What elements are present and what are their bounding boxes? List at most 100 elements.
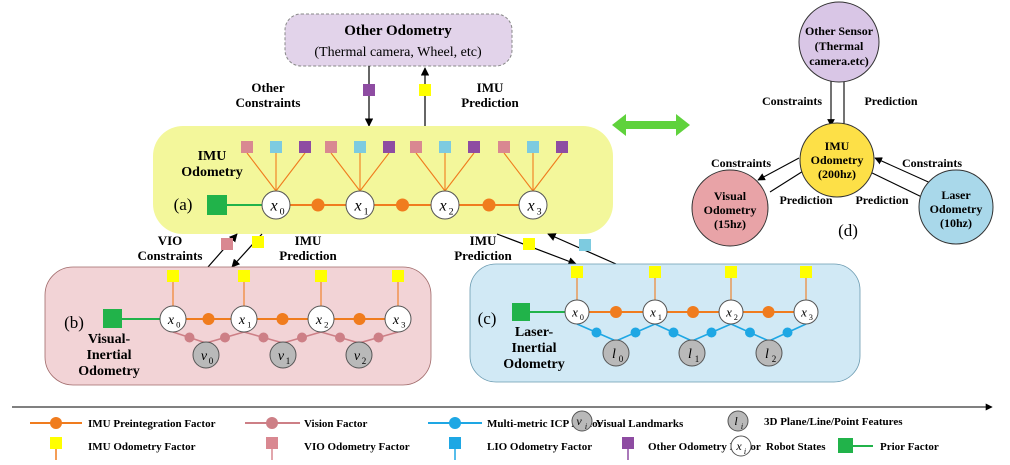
panel-d-graph: Other Sensor (Thermal camera.etc) IMU Od… [691, 1, 994, 247]
b-landmark-2-sub: 2 [362, 356, 367, 366]
panel-c-title-1: Laser- [515, 325, 554, 340]
c-state-1 [642, 299, 668, 325]
legend-visual-landmark-icon [571, 410, 593, 432]
legend-vio-odom-square [266, 437, 278, 449]
b-state-1-symbol: x [238, 313, 246, 328]
panel-b-tag: (b) [64, 313, 84, 332]
d-laser-l2: Odometry [930, 202, 983, 216]
a-state-0-symbol: x [269, 198, 277, 215]
a-state-2-sub: 2 [449, 207, 454, 218]
other-odometry-box [284, 13, 513, 67]
c-landmark-0 [602, 339, 630, 367]
c-state-2-sub: 2 [734, 313, 738, 322]
b-landmark-1-sub: 1 [286, 356, 291, 366]
c-state-3 [793, 299, 819, 325]
d-node-visual [691, 169, 769, 247]
imu-odometry-factor-marker-top [419, 84, 431, 96]
legend-robot-symbol: x [735, 439, 742, 453]
c-state-0-sub: 0 [580, 313, 584, 322]
d-node-laser [918, 169, 994, 245]
b-imu-odom-factor-2 [315, 270, 327, 282]
legend-plane-symbol: l [734, 414, 738, 428]
b-imu-preint-factor-2 [353, 313, 366, 325]
c-landmark-0-symbol: l [612, 347, 616, 362]
a-state-0 [261, 190, 291, 220]
d-prediction-top: Prediction [864, 94, 917, 108]
b-vision-factor-1-1 [297, 332, 307, 343]
b-landmark-0-sub: 0 [209, 356, 214, 366]
d-arrow-imu-to-visual [757, 157, 800, 181]
c-landmark-2-symbol: l [765, 347, 769, 362]
c-imu-odom-factor-0 [571, 266, 583, 278]
a-odom-factor-1-1 [354, 141, 366, 153]
panel-c-tag: (c) [478, 309, 497, 328]
c-state-0-symbol: x [571, 305, 578, 320]
b-imu-preint-factor-0 [202, 313, 215, 325]
c-prior-factor [512, 303, 530, 321]
c-landmark-1 [678, 339, 706, 367]
legend-imu-preint-dot [50, 417, 62, 429]
a-odom-factor-2-2 [468, 141, 480, 153]
a-factor-link-0-2 [275, 152, 306, 192]
other-odometry-subtitle: (Thermal camera, Wheel, etc) [314, 45, 482, 60]
d-constraints-right: Constraints [902, 156, 962, 170]
a-state-1-symbol: x [353, 198, 361, 215]
legend-lio-odom-square [449, 437, 461, 449]
c-state-0 [564, 299, 590, 325]
b-state-3-symbol: x [392, 313, 400, 328]
a-state-0-sub: 0 [280, 207, 285, 218]
d-node-other-sensor [798, 1, 880, 83]
a-state-3-symbol: x [526, 198, 534, 215]
b-state-0-sub: 0 [176, 319, 180, 329]
b-imu-odom-factor-1 [238, 270, 250, 282]
d-arrow-laser-to-imu [874, 157, 936, 186]
d-imu-l2: Odometry [811, 153, 864, 167]
c-imu-odom-factor-3 [800, 266, 812, 278]
a-odom-factor-3-1 [527, 141, 539, 153]
c-imu-preint-factor-2 [762, 306, 775, 318]
imu-prediction-b-label-2: Prediction [279, 248, 337, 263]
d-imu-l1: IMU [825, 139, 850, 153]
b-prior-factor [103, 309, 122, 328]
d-arrow-imu-to-laser [865, 169, 929, 201]
legend-visual-landmark-sub: i [585, 422, 587, 431]
d-prediction-right: Prediction [855, 193, 908, 207]
legend-visual-landmarks-label: Visual Landmarks [596, 418, 684, 430]
legend-vision-dot [266, 417, 278, 429]
d-constraints-top: Constraints [762, 94, 822, 108]
c-imu-preint-factor-1 [687, 306, 699, 318]
b-state-1-sub: 1 [247, 319, 251, 329]
d-laser-l1: Laser [941, 188, 971, 202]
d-constraints-left: Constraints [711, 156, 771, 170]
d-visual-l3: (15hz) [714, 217, 746, 231]
a-state-3 [518, 190, 548, 220]
a-odom-factor-1-0 [325, 141, 337, 153]
vio-constraints-label-2: Constraints [137, 248, 202, 263]
legend-plane-icon [727, 410, 749, 432]
c-icp-factor-1-0 [668, 327, 679, 338]
other-constraints-label-2: Constraints [235, 95, 300, 110]
c-state-2 [718, 299, 744, 325]
a-imu-preint-factor-0 [311, 198, 325, 212]
imu-prediction-top-label-1: IMU [477, 80, 504, 95]
c-imu-preint-factor-0 [610, 306, 622, 318]
b-landmark-2-symbol: v [354, 349, 361, 364]
vio-odometry-factor-marker [221, 238, 233, 250]
d-imu-l3: (200hz) [818, 167, 856, 181]
lio-odometry-factor-marker [579, 239, 591, 251]
b-imu-odom-factor-3 [392, 270, 404, 282]
panel-a-tag: (a) [174, 195, 193, 214]
c-landmark-0-sub: 0 [619, 354, 624, 364]
legend-robot-states-label: Robot States [766, 441, 826, 453]
a-factor-link-2-2 [444, 152, 475, 192]
a-factor-link-1-2 [359, 152, 390, 192]
a-odom-factor-2-0 [410, 141, 422, 153]
a-odom-factor-3-2 [556, 141, 568, 153]
a-factor-link-3-0 [503, 152, 534, 192]
a-prior-factor [207, 195, 227, 215]
imu-odometry-factor-marker-c [523, 238, 535, 250]
panel-b-title-2: Inertial [86, 348, 131, 363]
a-odom-factor-3-0 [498, 141, 510, 153]
